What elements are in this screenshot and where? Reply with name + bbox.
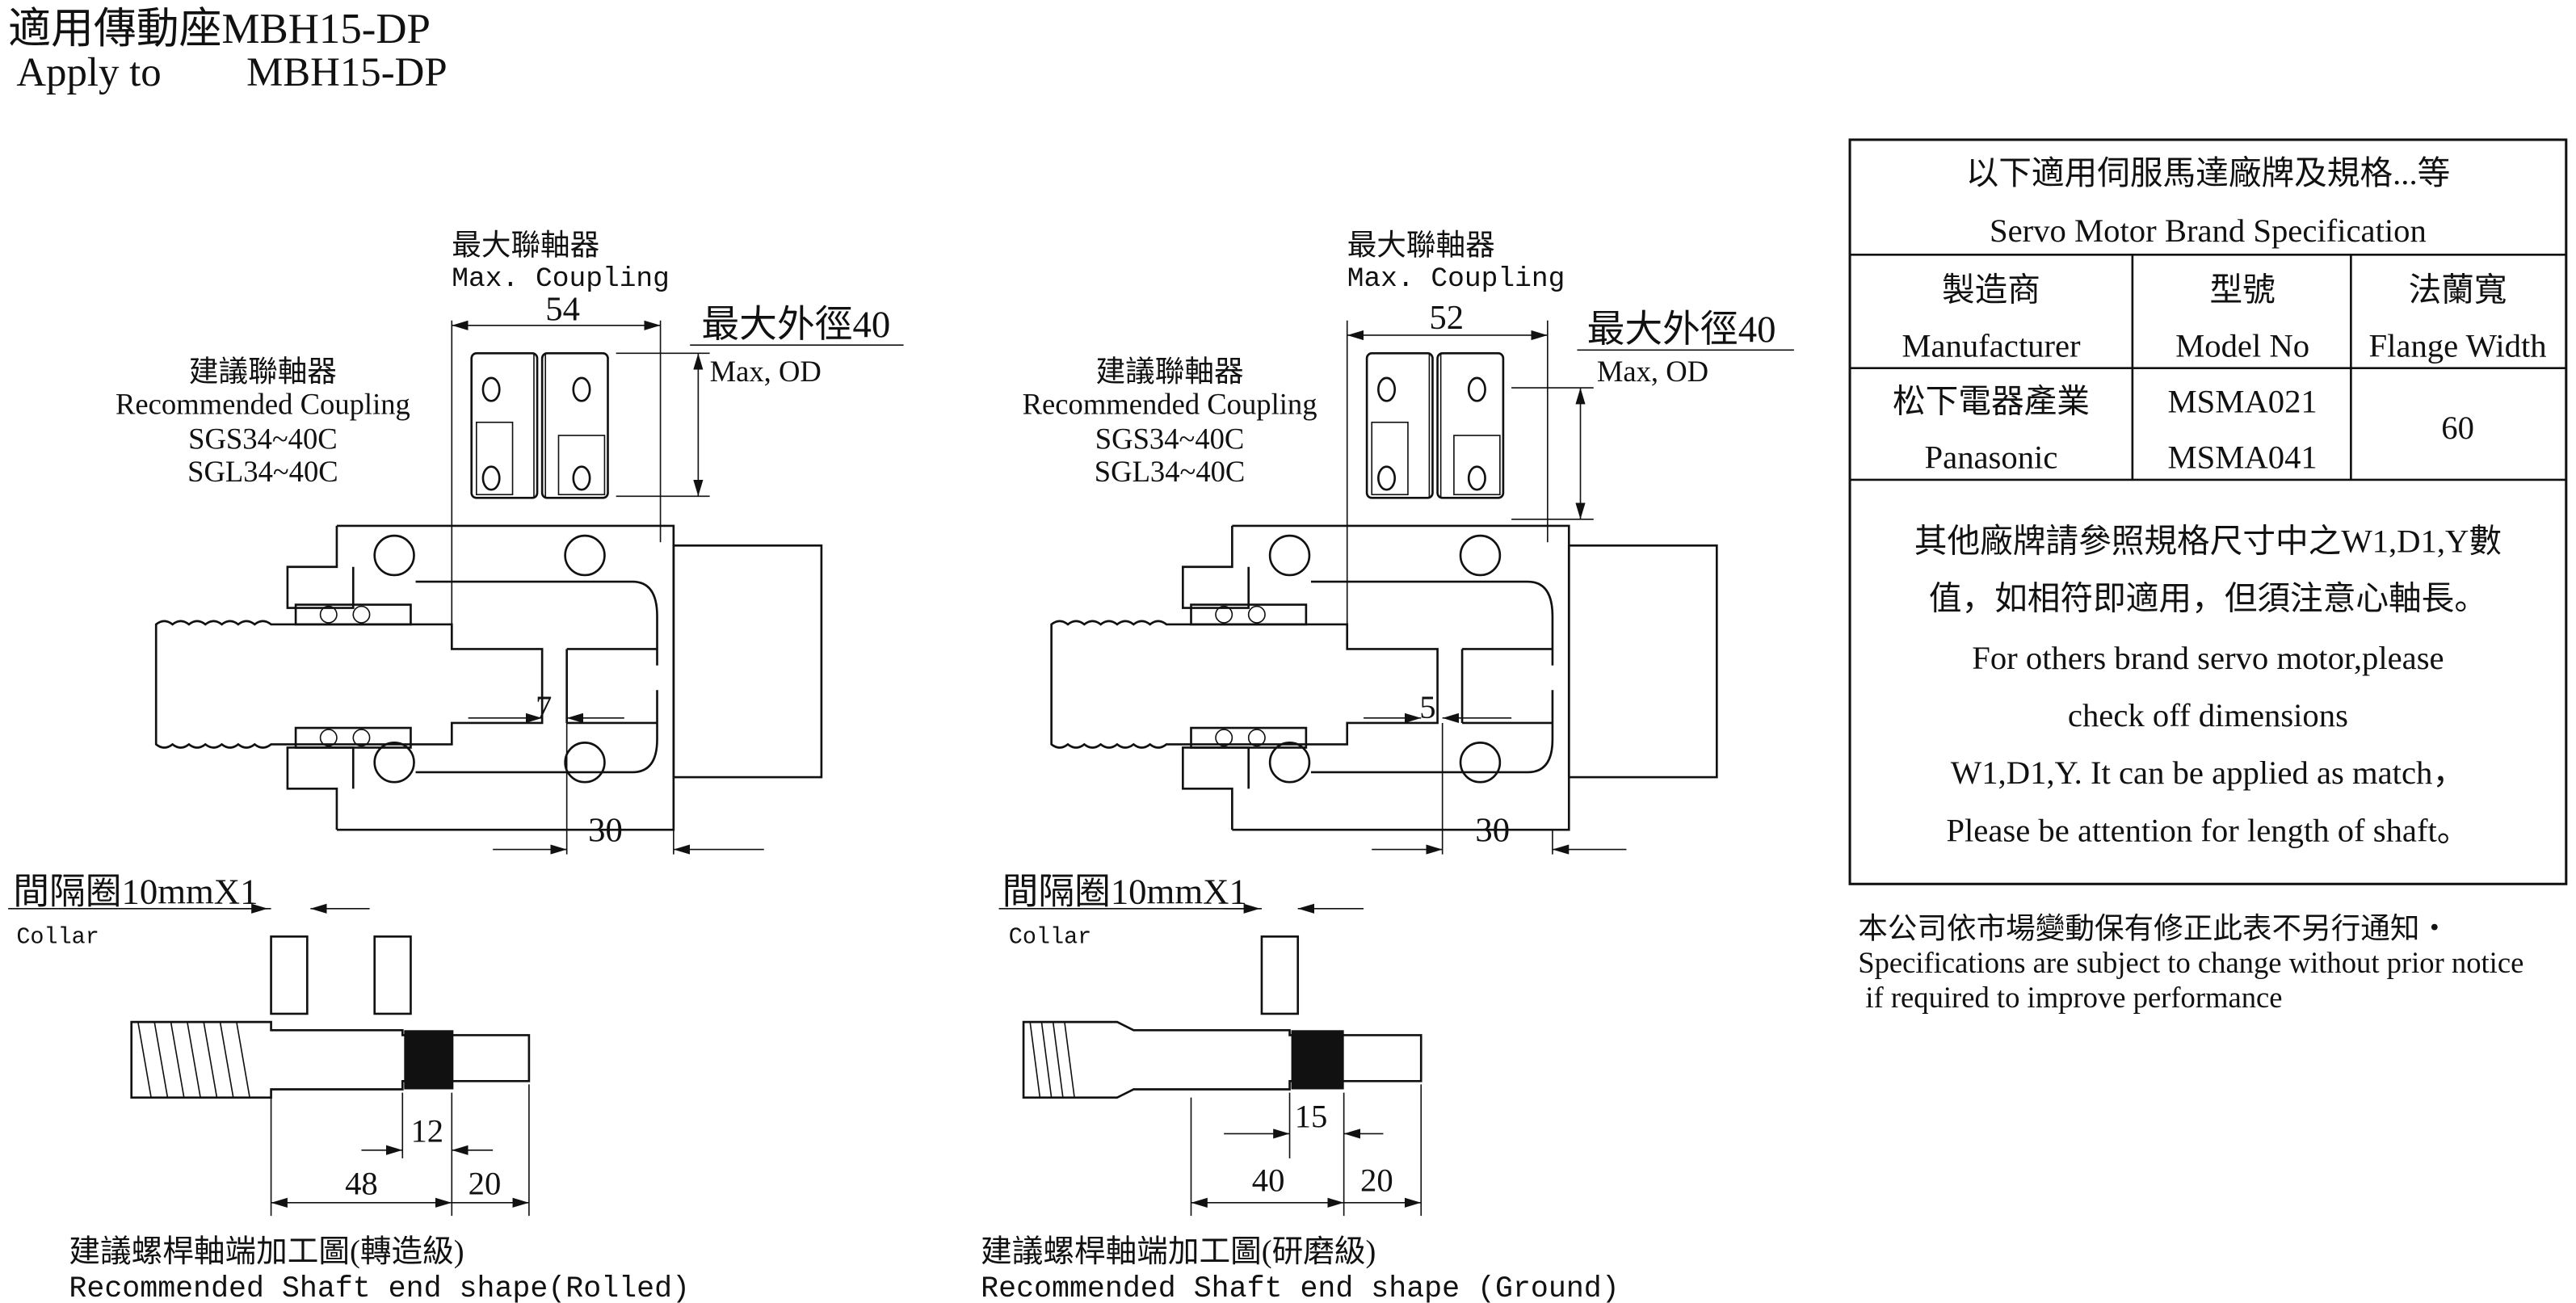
header-manufacturer-zh: 製造商 bbox=[1942, 271, 2040, 308]
note-line: 其他廠牌請參照規格尺寸中之W1,D1,Y數 bbox=[1914, 523, 2502, 559]
footer-note: if required to improve performance bbox=[1858, 981, 2282, 1014]
coupling-length: 52 bbox=[1429, 299, 1464, 337]
max-od-en: Max, OD bbox=[710, 355, 822, 388]
recommended-en: Recommended Coupling bbox=[116, 388, 410, 421]
apply-model: MBH15-DP bbox=[246, 49, 448, 95]
coupling-length: 54 bbox=[545, 291, 580, 329]
max-coupling-zh: 最大聯軸器 bbox=[452, 228, 599, 261]
table-title-en: Servo Motor Brand Specification bbox=[1990, 212, 2427, 249]
dim-a: 15 bbox=[1295, 1098, 1328, 1134]
gap-dim: 5 bbox=[1419, 689, 1435, 725]
model-1: MSMA021 bbox=[2168, 384, 2318, 420]
dim-c: 20 bbox=[469, 1166, 502, 1202]
note-line: check off dimensions bbox=[2068, 697, 2348, 733]
max-od-zh: 最大外徑40 bbox=[701, 304, 890, 346]
collar-en: Collar bbox=[1009, 923, 1092, 950]
note-line: For others brand servo motor,please bbox=[1972, 640, 2444, 676]
assembly-view-rolled: 最大聯軸器 Max. Coupling 54 最大外徑40 Max, OD 建議… bbox=[116, 228, 904, 855]
max-coupling-en: Max. Coupling bbox=[452, 263, 670, 295]
note-line: W1,D1,Y. It can be applied as match， bbox=[1951, 754, 2465, 791]
recommended-en: Recommended Coupling bbox=[1023, 388, 1317, 421]
max-od-en: Max, OD bbox=[1597, 355, 1708, 388]
collar-zh: 間隔圈10mmX1 bbox=[1002, 872, 1247, 912]
collar-zh: 間隔圈10mmX1 bbox=[13, 872, 258, 912]
coupling-model-2: SGL34~40C bbox=[187, 455, 338, 488]
collar-ring bbox=[270, 935, 309, 1015]
apply-label: Apply to bbox=[16, 49, 161, 95]
collar-ring bbox=[373, 935, 412, 1015]
header-flange-en: Flange Width bbox=[2369, 327, 2547, 364]
model-2: MSMA041 bbox=[2168, 439, 2318, 476]
servo-spec-table: 以下適用伺服馬達廠牌及規格...等 Servo Motor Brand Spec… bbox=[1848, 138, 2568, 885]
dim-a: 12 bbox=[410, 1113, 443, 1150]
black-band bbox=[404, 1030, 454, 1090]
shaft-end-ground: 間隔圈10mmX1 Collar 15 40 20 建議螺桿軸端加工圖(研磨級)… bbox=[981, 872, 1620, 1303]
black-band bbox=[1291, 1030, 1344, 1090]
note-line: 值，如相符即適用，但須注意心軸長。 bbox=[1929, 581, 2487, 617]
maker-zh: 松下電器產業 bbox=[1893, 384, 2090, 420]
collar-en: Collar bbox=[16, 923, 99, 950]
footer-note: Specifications are subject to change wit… bbox=[1858, 946, 2523, 979]
caption-en: Recommended Shaft end shape (Ground) bbox=[981, 1272, 1620, 1303]
caption-zh: 建議螺桿軸端加工圖(轉造級) bbox=[69, 1235, 464, 1269]
collar-ring bbox=[1260, 935, 1300, 1015]
footer-note: 本公司依市場變動保有修正此表不另行通知・ bbox=[1858, 911, 2449, 944]
dim-c: 20 bbox=[1360, 1162, 1393, 1199]
header-flange-zh: 法蘭寬 bbox=[2409, 271, 2507, 308]
dim-b: 48 bbox=[345, 1166, 378, 1202]
caption-en: Recommended Shaft end shape(Rolled) bbox=[69, 1272, 690, 1303]
flange-dim: 30 bbox=[588, 811, 623, 849]
coupling-model-1: SGS34~40C bbox=[188, 422, 338, 455]
caption-zh: 建議螺桿軸端加工圖(研磨級) bbox=[981, 1235, 1376, 1269]
coupling-model-2: SGL34~40C bbox=[1095, 455, 1246, 488]
dim-b: 40 bbox=[1252, 1162, 1285, 1199]
assembly-view-ground: 最大聯軸器 Max. Coupling 52 最大外徑40 Max, OD 建議… bbox=[1023, 228, 1794, 855]
recommended-zh: 建議聯軸器 bbox=[189, 355, 337, 388]
recommended-zh: 建議聯軸器 bbox=[1096, 355, 1244, 388]
gap-dim: 7 bbox=[536, 689, 552, 725]
header-model-zh: 型號 bbox=[2209, 271, 2275, 308]
shaft-end-rolled: 間隔圈10mmX1 Collar 12 48 20 建議螺桿軸端加工圖(轉造級)… bbox=[8, 872, 690, 1303]
max-coupling-en: Max. Coupling bbox=[1347, 263, 1565, 295]
coupling-model-1: SGS34~40C bbox=[1095, 422, 1245, 455]
max-od-zh: 最大外徑40 bbox=[1587, 309, 1776, 351]
flange-width: 60 bbox=[2441, 410, 2474, 446]
max-coupling-zh: 最大聯軸器 bbox=[1347, 228, 1495, 261]
title-zh: 適用傳動座MBH15-DP bbox=[8, 6, 431, 53]
header-model-en: Model No bbox=[2175, 327, 2309, 364]
header-manufacturer-en: Manufacturer bbox=[1902, 327, 2081, 364]
table-title-zh: 以下適用伺服馬達廠牌及規格...等 bbox=[1966, 155, 2451, 191]
flange-dim: 30 bbox=[1475, 811, 1510, 849]
note-line: Please be attention for length of shaft。 bbox=[1946, 812, 2469, 848]
maker-en: Panasonic bbox=[1925, 439, 2058, 476]
